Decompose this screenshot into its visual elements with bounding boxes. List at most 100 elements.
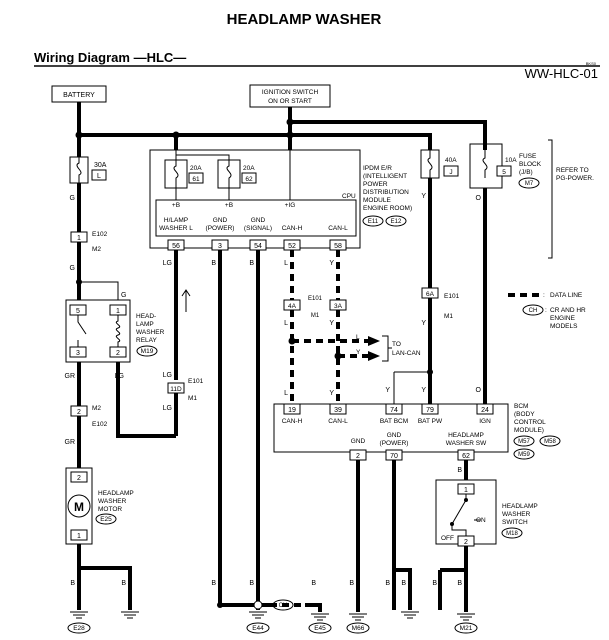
svg-text:58: 58 [334,243,342,250]
svg-text:3A: 3A [334,303,343,310]
svg-text:B: B [249,260,254,267]
page-title: HEADLAMP WASHER [227,11,382,28]
svg-text:6A: 6A [426,291,435,298]
ipdm-cpu [155,199,357,237]
svg-text:Y: Y [421,387,426,394]
ground-labels: E28 E44 E45 M66 M21 [67,622,478,634]
svg-text:2: 2 [356,453,360,460]
svg-text:GR: GR [65,373,76,380]
svg-text:5: 5 [502,169,506,176]
relay-coil [115,315,121,347]
relay-connector: M19 [141,348,154,355]
wire-g-1-label: G [70,195,75,202]
refer-bracket [548,139,553,259]
svg-text:(J/B): (J/B) [519,169,533,176]
svg-text:L: L [284,260,288,267]
svg-text:WASHER: WASHER [98,498,127,505]
svg-text:E101: E101 [308,296,323,302]
svg-text:L: L [284,320,288,327]
power-bus [77,102,487,157]
svg-text:WASHER: WASHER [502,511,531,518]
svg-text:61: 61 [192,176,200,183]
fuse-30a-rating: 30A [94,162,107,169]
svg-text::: : [543,292,545,299]
svg-text:Y: Y [421,193,426,200]
svg-text:52: 52 [288,243,296,250]
svg-text:LG: LG [163,260,172,267]
svg-text:M: M [74,500,84,514]
wire-lg-relay [116,362,176,438]
ground-symbols [70,611,475,621]
svg-text:HEADLAMP: HEADLAMP [98,490,134,497]
svg-text:CR AND HR: CR AND HR [550,307,586,314]
svg-text:FUSE: FUSE [519,153,537,160]
svg-text:B: B [432,580,437,587]
svg-text:POWER: POWER [363,181,388,188]
fuse-30a-id: L [97,173,101,180]
svg-text:ENGINE: ENGINE [550,315,576,322]
svg-text:LAN-CAN: LAN-CAN [392,350,421,357]
svg-text:(INTELLIGENT: (INTELLIGENT [363,173,407,180]
svg-text:Y: Y [329,390,334,397]
svg-text:B: B [457,580,462,587]
svg-text:IPDM E/R: IPDM E/R [363,165,392,172]
svg-text:LG: LG [163,372,172,379]
svg-text:E44: E44 [252,625,264,632]
svg-text:4A: 4A [288,303,297,310]
svg-text:(BODY: (BODY [514,411,535,418]
svg-text:WASHER SW: WASHER SW [446,440,487,447]
svg-text:11D: 11D [170,386,182,393]
svg-text:J: J [449,169,452,176]
svg-text:CAN-H: CAN-H [282,418,303,425]
conn-e102a: E102 [92,231,108,238]
svg-text:H/LAMP: H/LAMP [164,217,188,224]
svg-text:LAMP: LAMP [136,321,154,328]
svg-text:E25: E25 [100,516,112,523]
svg-text:E101: E101 [188,378,204,385]
motor-symbol [67,494,91,518]
svg-text:M59: M59 [518,452,530,458]
svg-text:MODELS: MODELS [550,323,578,330]
svg-text:79: 79 [426,407,434,414]
svg-text:20A: 20A [190,165,202,172]
svg-text:1: 1 [464,487,468,494]
svg-text:E45: E45 [314,625,326,632]
svg-text:E102: E102 [92,421,108,428]
svg-text:CPU: CPU [342,193,356,200]
svg-text:B: B [211,580,216,587]
svg-text:Y: Y [421,320,426,327]
motor-pin-2 [70,471,88,483]
svg-text:ENGINE ROOM): ENGINE ROOM) [363,205,412,212]
svg-text:39: 39 [334,407,342,414]
svg-text:Y: Y [385,387,390,394]
svg-text:DATA LINE: DATA LINE [550,292,583,299]
svg-text:74: 74 [390,407,398,414]
svg-text:Y: Y [329,260,334,267]
svg-text:E12: E12 [391,219,402,225]
diagram-subtitle: Wiring Diagram —HLC— [34,50,186,65]
svg-text:B: B [311,580,316,587]
motor-pin-1 [70,529,88,541]
svg-text:1: 1 [116,308,120,315]
fuse-30a-element [76,157,82,183]
svg-text:WASHER: WASHER [136,329,165,336]
svg-text:DISTRIBUTION: DISTRIBUTION [363,189,409,196]
svg-text:L: L [356,334,360,341]
svg-text:(POWER): (POWER) [380,440,409,447]
ipdm-pins: 56 3 54 52 58 [167,239,347,251]
svg-text:GND: GND [213,217,228,224]
svg-text:2: 2 [116,350,120,357]
svg-text:54: 54 [254,243,262,250]
svg-text:CAN-L: CAN-L [328,225,348,232]
bcm-bottom-pins: 2 70 62 [349,449,475,461]
page-code: WW-HLC-01 [525,66,598,81]
svg-text:GND: GND [351,438,366,445]
ignition-label-1: IGNITION SWITCH [262,89,319,96]
svg-text:3: 3 [76,350,80,357]
svg-text:24: 24 [481,407,489,414]
svg-text:OFF: OFF [441,535,454,542]
svg-text:WASHER L: WASHER L [159,225,193,232]
svg-text:M66: M66 [352,625,365,632]
svg-text:M21: M21 [460,625,473,632]
